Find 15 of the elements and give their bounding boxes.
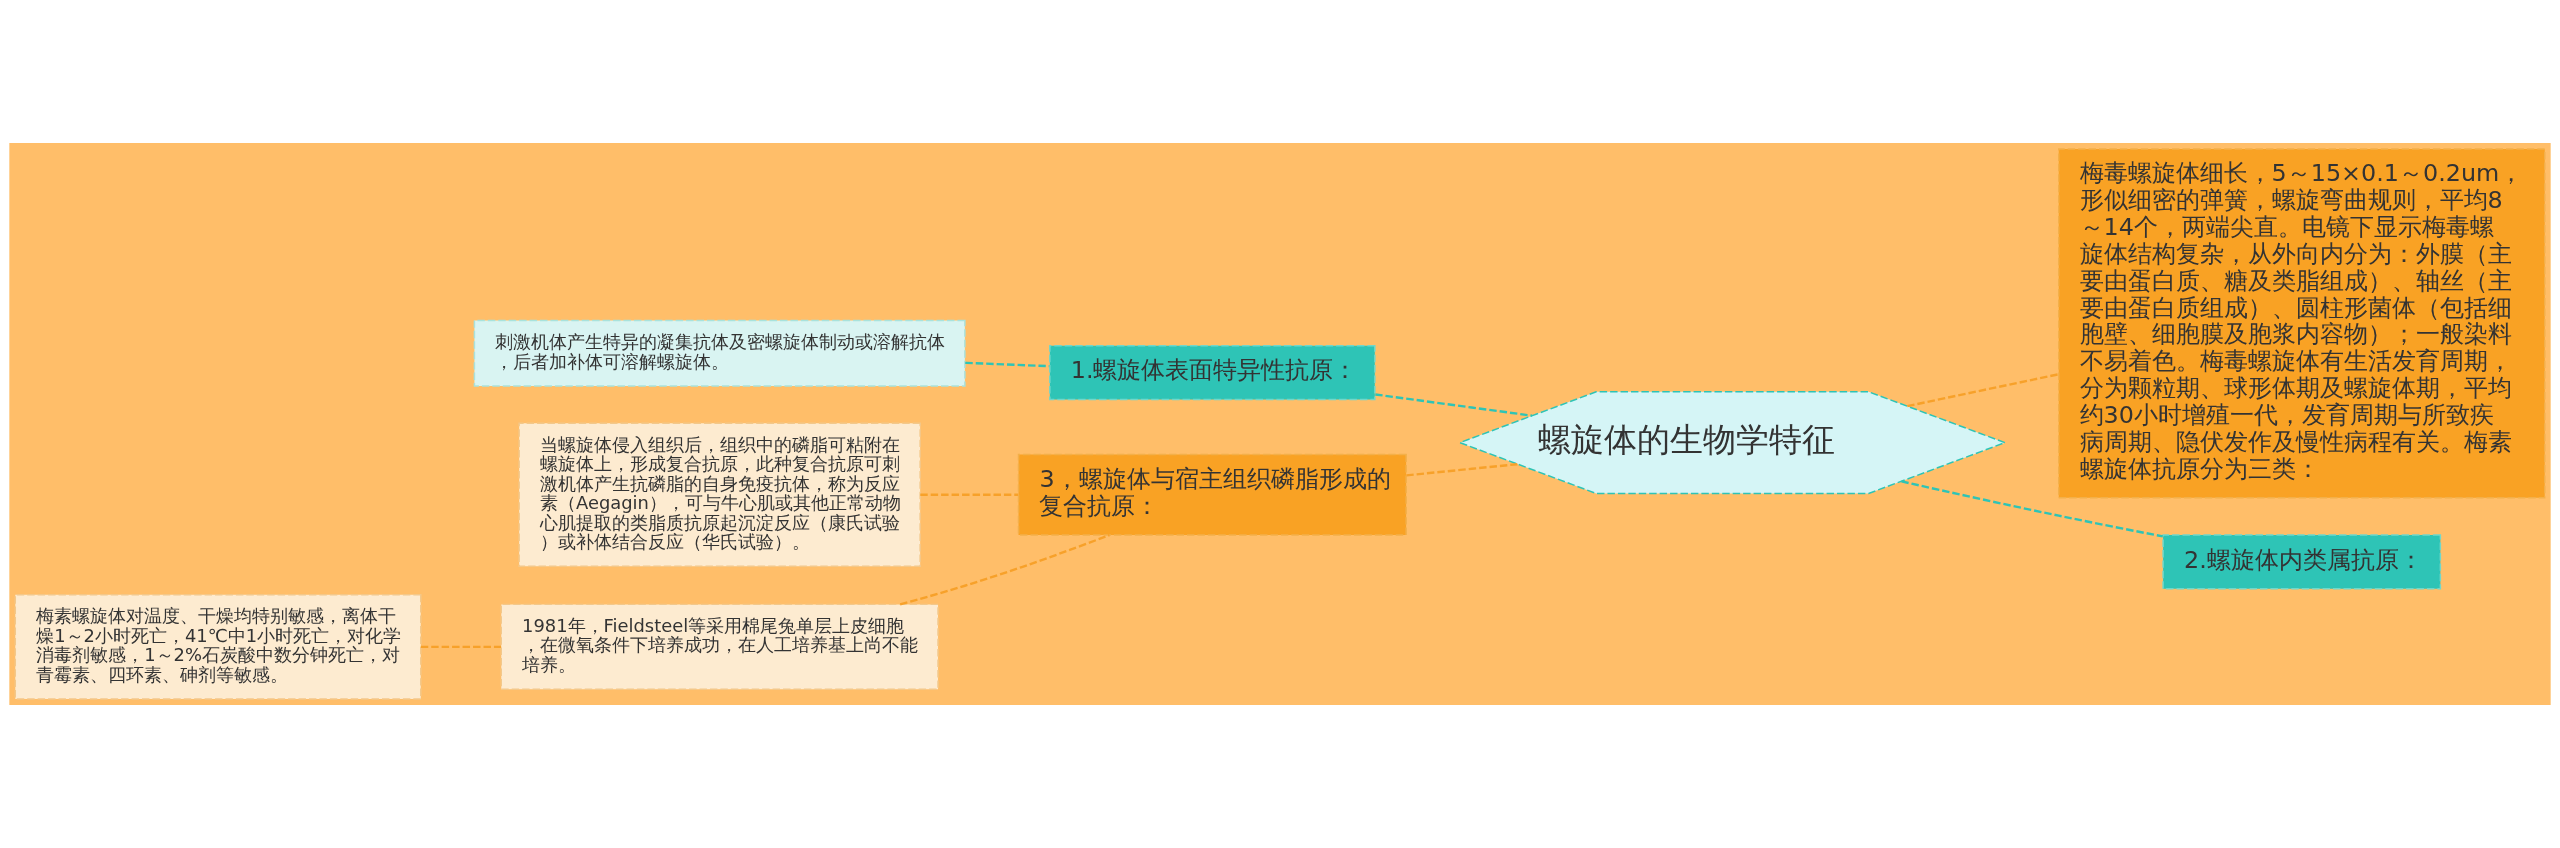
node-box: 3，螺旋体与宿主组织磷脂形成的复合抗原： [1017,453,1407,536]
connector [899,534,1110,606]
node-box: 1981年，Fieldsteel等采用棉尾兔单层上皮细胞，在微氧条件下培养成功，在人工培养基上尚不能培养。 [500,603,939,691]
node-box: 1.螺旋体表面特异性抗原： [1049,345,1376,401]
node-box: 2.螺旋体内类属抗原： [2162,534,2442,590]
node-box: 梅素螺旋体对温度、干燥均特别敏感，离体干燥1～2小时死亡，41℃中1小时死亡，对化学消毒剂敏感，1～2%石炭酸中数分钟死亡，对青霉素、四环素、砷剂等敏感。 [14,593,422,700]
node-box: 刺激机体产生特异的凝集抗体及密螺旋体制动或溶解抗体，后者加补体可溶解螺旋体。 [473,319,966,387]
node-box: 当螺旋体侵入组织后，组织中的磷脂可粘附在螺旋体上，形成复合抗原，此种复合抗原可刺激机体产生抗磷脂的自身免疫抗体，称为反应素（Aegagin），可与牛心肌或其他正常动物心肌提取的类脂质抗原起沉淀反应（康氏试验）或补体结合反应（华氏试验）。 [518,422,921,568]
connector [1375,393,1533,417]
connector [420,645,501,649]
connector [1406,463,1518,477]
node-box: 梅毒螺旋体细长，5～15×0.1～0.2um，形似细密的弹簧，螺旋弯曲规则，平均8～14个，两端尖直。电镜下显示梅毒螺旋体结构复杂，从外向内分为：外膜（主要由蛋白质、糖及类脂组成）、轴丝（主要由蛋白质组成）、圆柱形菌体（包括细胞壁、细胞膜及胞浆内容物）；一般染料不易着色。梅毒螺旋体有生活发育周期，分为颗粒期、球形体期及螺旋体期，平均约30小时增殖一代，发育周期与所致疾病周期、隐伏发作及慢性病程有关。梅素螺旋体抗原分为三类： [2058,148,2546,499]
connector [920,493,1019,496]
connector [1907,373,2059,408]
connector [1901,480,2163,538]
